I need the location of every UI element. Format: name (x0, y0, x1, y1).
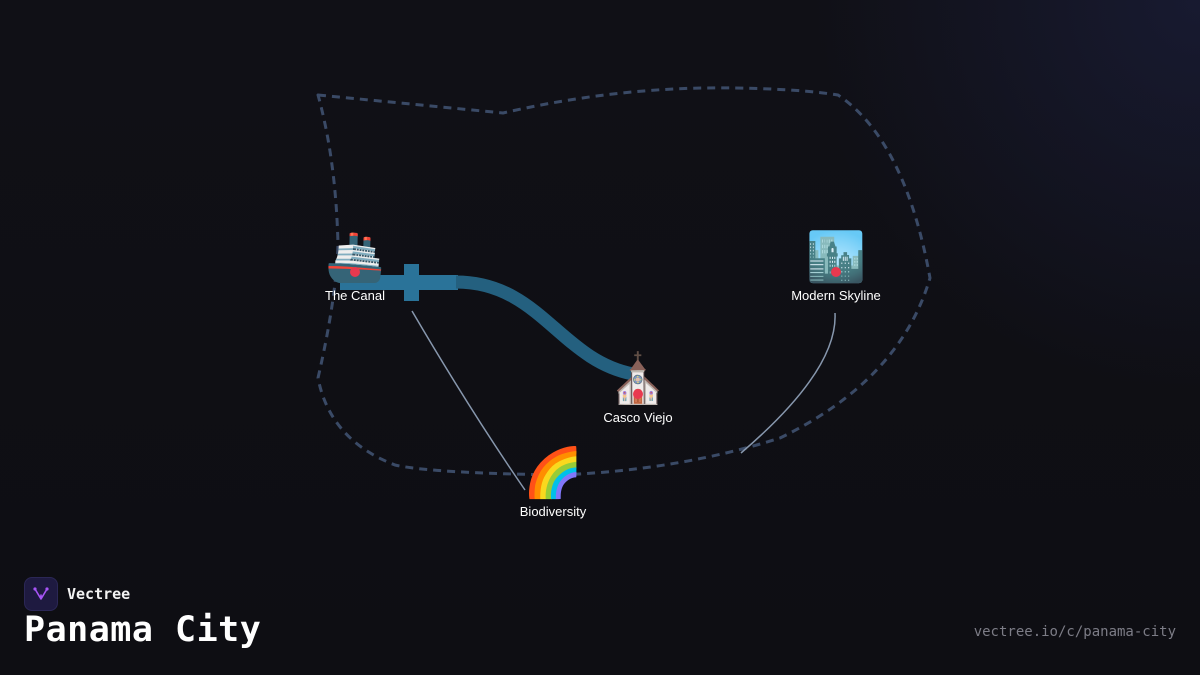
poi-modern-skyline[interactable]: 🏙️ Modern Skyline (776, 229, 896, 304)
brand[interactable]: Vectree (24, 577, 130, 611)
vectree-tree-logo-icon (24, 577, 58, 611)
rainbow-icon: 🌈 (523, 445, 583, 501)
page-title: Panama City (24, 610, 262, 650)
canal-curve (455, 275, 635, 381)
location-pin-icon (350, 267, 360, 277)
poi-biodiversity[interactable]: 🌈 Biodiversity (493, 445, 613, 520)
connector-skyline-to-boundary (740, 312, 836, 454)
canal-straight-section (340, 275, 458, 290)
brand-name: Vectree (67, 585, 131, 603)
connector-canal-to-biodiversity (411, 310, 526, 491)
poi-label: Casco Viejo (603, 410, 673, 425)
canal-waterway (340, 264, 635, 381)
city-boundary (316, 86, 932, 477)
canal-lock (404, 264, 419, 301)
location-pin-icon (633, 389, 643, 399)
poi-label: Modern Skyline (791, 288, 881, 303)
page-url[interactable]: vectree.io/c/panama-city (973, 624, 1176, 640)
location-pin-icon (831, 267, 841, 277)
poi-the-canal[interactable]: 🚢 The Canal (295, 229, 415, 304)
poi-label: Biodiversity (519, 504, 587, 519)
poi-casco-viejo[interactable]: ⛪ Casco Viejo (578, 351, 698, 426)
poi-label: The Canal (325, 288, 385, 303)
